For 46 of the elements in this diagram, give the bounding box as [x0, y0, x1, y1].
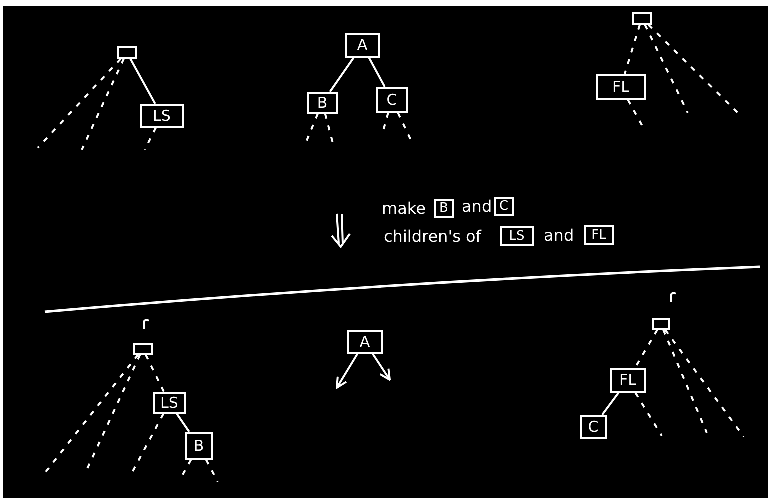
tree-node: LS: [140, 104, 184, 128]
tree-node: B: [307, 92, 338, 114]
dashed-subtree-line: [648, 24, 741, 116]
tree-node: C: [580, 415, 607, 439]
tree-edge: [130, 58, 156, 104]
arrow: [372, 353, 391, 381]
dashed-subtree-line: [662, 330, 708, 434]
note-text: and: [544, 228, 574, 244]
tree-edge: [176, 413, 190, 433]
dashed-subtree-line: [144, 128, 157, 150]
tree-node: C: [494, 197, 514, 216]
tree-node: FL: [596, 74, 646, 100]
empty-node: [652, 318, 670, 330]
note-text: children's of: [384, 229, 482, 245]
arrow: [336, 353, 359, 389]
dashed-subtree-line: [81, 58, 125, 150]
empty-node: [117, 46, 137, 59]
dashed-subtree-line: [664, 329, 745, 438]
empty-node: [133, 343, 153, 355]
dashed-subtree-line: [45, 354, 140, 473]
dashed-subtree-line: [644, 24, 689, 114]
tree-edge: [602, 392, 620, 416]
tree-edge: [329, 57, 355, 93]
tree-node: LS: [500, 226, 534, 246]
dashed-subtree-line: [634, 392, 663, 437]
dashed-subtree-line: [305, 114, 319, 144]
empty-node: [632, 12, 652, 25]
tree-node: FL: [610, 368, 646, 393]
tree-node: LS: [153, 392, 186, 414]
dashed-subtree-line: [624, 24, 641, 74]
tree-node: A: [345, 33, 380, 58]
dashed-subtree-line: [627, 100, 644, 128]
tree-node: B: [185, 432, 213, 460]
tree-node: A: [347, 330, 383, 354]
note-text: and: [462, 199, 492, 215]
tree-node: C: [376, 87, 408, 113]
dashed-subtree-line: [145, 354, 165, 392]
dashed-subtree-line: [37, 58, 122, 149]
dashed-subtree-line: [324, 114, 334, 144]
dashed-subtree-line: [397, 112, 412, 140]
tree-node: FL: [584, 225, 614, 245]
tree-edge: [368, 58, 386, 88]
note-text: make: [382, 201, 426, 217]
tree-node: B: [434, 199, 454, 218]
dashed-subtree-line: [206, 460, 219, 482]
dashed-subtree-line: [634, 330, 658, 368]
